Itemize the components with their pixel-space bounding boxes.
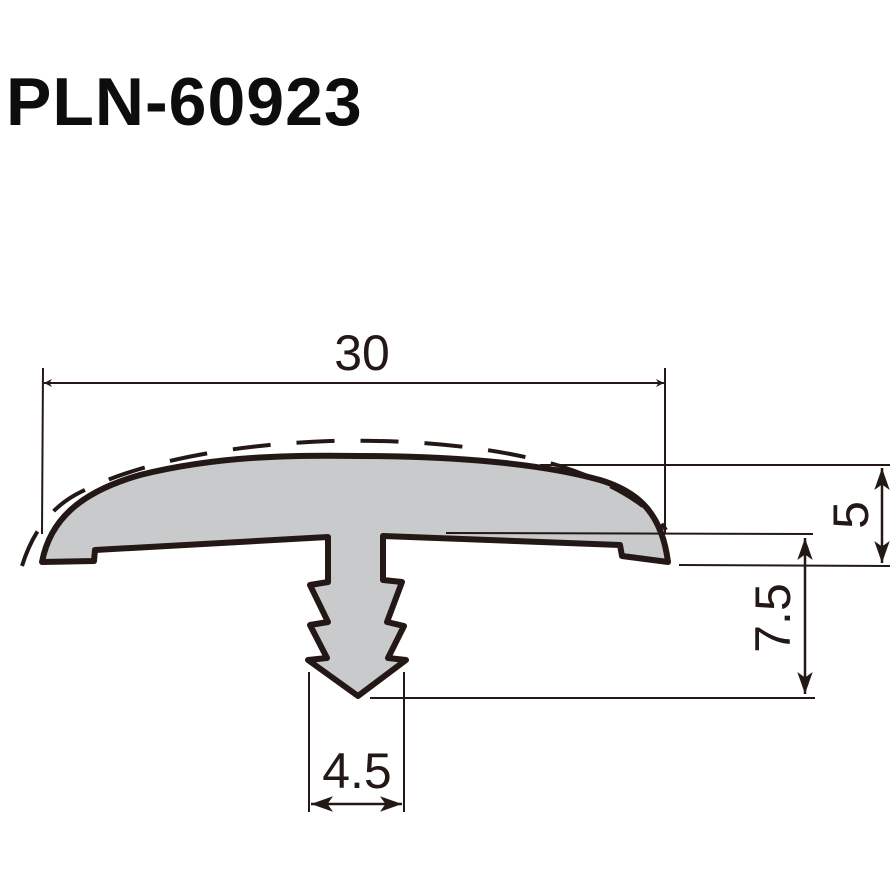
cap-bottom-extension [678,564,891,567]
width-label: 30 [334,325,390,381]
product-code-title: PLN-60923 [6,64,363,140]
stem-length-label: 7.5 [745,583,801,653]
width-dimension: 30 [41,325,666,535]
stem-top-extension [445,532,814,535]
cap-height-dimension: 5 [540,464,891,567]
stem-length-dimension: 7.5 [370,532,815,699]
stem-width-dimension: 4.5 [308,672,405,812]
floor-surface-dashed-line [20,438,668,567]
width-extension-left [41,367,44,535]
stem-width-label: 4.5 [322,743,392,799]
t-molding-profile [39,452,671,699]
cap-height-label: 5 [823,501,879,529]
profile-shape [39,452,671,699]
